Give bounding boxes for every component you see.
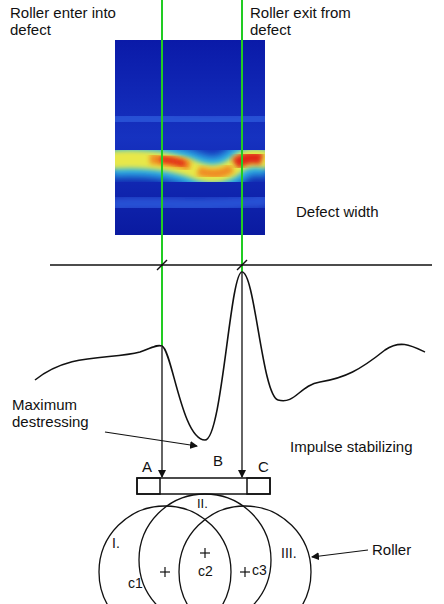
vibration-signal [35, 272, 425, 440]
green-marker [241, 0, 243, 272]
roller-circle [179, 506, 311, 604]
label: Roller exit from defect [250, 4, 362, 39]
roller-circle [139, 494, 271, 604]
label: Roller enter into defect [10, 4, 122, 39]
leader-line [312, 550, 368, 557]
defect-bar [137, 478, 270, 494]
leader-line [105, 432, 197, 446]
label: A [142, 458, 152, 475]
green-marker [161, 0, 163, 346]
label: Impulse stabilizing [290, 438, 413, 455]
label: III. [281, 545, 297, 561]
roller-circle [99, 506, 231, 604]
label: Roller [372, 541, 411, 558]
label: II. [197, 497, 208, 512]
label: c3 [252, 562, 267, 578]
label: I. [112, 535, 120, 551]
label: c2 [198, 563, 213, 579]
label: B [213, 452, 223, 469]
label: C [258, 458, 269, 475]
label: Defect width [296, 203, 379, 220]
label: c1 [128, 575, 143, 591]
label: Maximum destressing [12, 396, 112, 431]
